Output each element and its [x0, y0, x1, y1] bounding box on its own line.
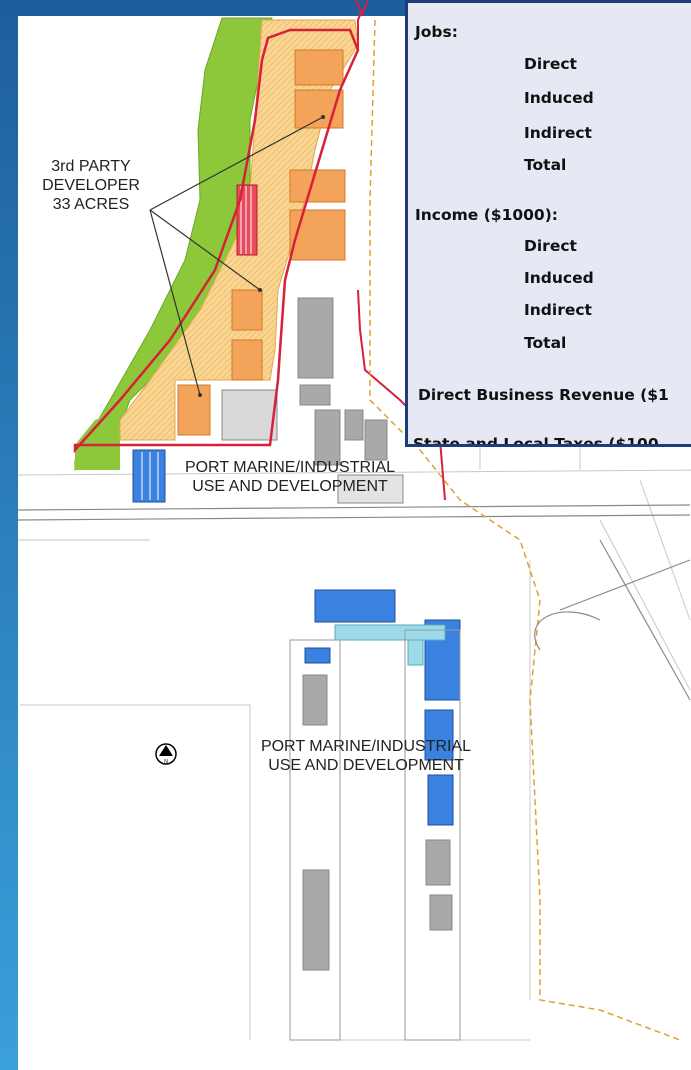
pier	[404, 629, 461, 1041]
jobs-total: Total	[524, 156, 567, 174]
building-orange	[231, 339, 263, 381]
building-gray	[221, 389, 278, 441]
port-upper-label: PORT MARINE/INDUSTRIAL USE AND DEVELOPME…	[165, 458, 415, 496]
port-lower-line: USE AND DEVELOPMENT	[268, 757, 464, 774]
building-gray	[302, 674, 328, 726]
income-total: Total	[524, 334, 567, 352]
revenue-label: Direct Business Revenue ($1	[418, 386, 669, 404]
port-lower-label: PORT MARINE/INDUSTRIAL USE AND DEVELOPME…	[236, 737, 496, 775]
developer-label-line: 33 ACRES	[52, 196, 130, 213]
north-arrow-icon: N	[155, 743, 177, 765]
pier	[289, 639, 341, 1041]
building-blue	[304, 647, 331, 664]
income-induced: Induced	[524, 269, 594, 287]
jobs-heading: Jobs:	[415, 23, 458, 41]
building-blue	[427, 774, 454, 826]
jobs-indirect: Indirect	[524, 124, 592, 142]
developer-label: 3rd PARTY DEVELOPER 33 ACRES	[26, 157, 156, 214]
building-gray	[364, 419, 388, 461]
taxes-label: State and Local Taxes ($100	[413, 435, 659, 447]
building-gray	[337, 474, 404, 504]
port-upper-line: USE AND DEVELOPMENT	[192, 478, 388, 495]
svg-text:N: N	[164, 759, 168, 765]
building-red-stripes	[236, 184, 258, 256]
jobs-direct: Direct	[524, 55, 577, 73]
port-lower-line: PORT MARINE/INDUSTRIAL	[260, 738, 472, 755]
building-orange	[289, 209, 346, 261]
building-blue	[424, 709, 454, 761]
building-blue	[314, 589, 396, 623]
income-heading: Income ($1000):	[415, 206, 558, 224]
income-indirect: Indirect	[524, 301, 592, 319]
economic-impact-panel: Jobs: Direct Induced Indirect Total Inco…	[405, 0, 691, 447]
building-orange	[289, 169, 346, 203]
building-orange	[177, 384, 211, 436]
building-orange	[231, 289, 263, 331]
developer-label-line: DEVELOPER	[42, 177, 140, 194]
building-orange	[294, 89, 344, 129]
building-gray	[344, 409, 364, 441]
port-upper-line: PORT MARINE/INDUSTRIAL	[184, 459, 396, 476]
developer-label-line: 3rd PARTY	[51, 158, 131, 175]
frame-top	[0, 0, 405, 16]
building-gray	[425, 839, 451, 886]
building-gray	[429, 894, 453, 931]
income-direct: Direct	[524, 237, 577, 255]
jobs-induced: Induced	[524, 89, 594, 107]
frame-left	[0, 0, 18, 1070]
building-gray	[297, 297, 334, 379]
building-blue	[132, 449, 166, 503]
building-gray	[314, 409, 341, 466]
building-orange	[294, 49, 344, 86]
building-gray	[299, 384, 331, 406]
building-gray	[302, 869, 330, 971]
